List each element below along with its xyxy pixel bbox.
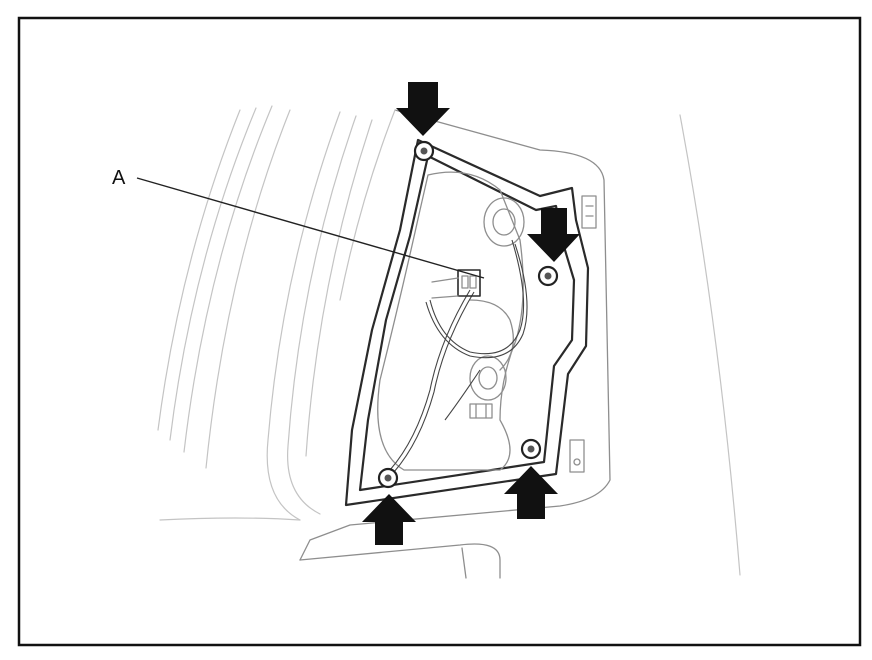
- tail-lamp-assembly: [344, 138, 590, 507]
- side-clips: [569, 195, 597, 473]
- callout-a-leader: [136, 177, 485, 279]
- bulb-sockets: [469, 197, 525, 419]
- quarter-panel-outline: [299, 109, 741, 579]
- arrow-up-icon: [362, 494, 416, 545]
- callout-a-label: A: [112, 167, 126, 189]
- arrow-up-icon: [504, 466, 558, 519]
- arrow-down-icon: [396, 82, 450, 136]
- mounting-bolt-bottom-right: [520, 438, 542, 460]
- mounting-bolt-bottom-left: [377, 467, 399, 489]
- mounting-bolt-top: [413, 140, 435, 162]
- connector-a: [431, 269, 481, 299]
- body-panel-contours: [157, 105, 373, 521]
- mounting-bolt-right: [537, 265, 559, 287]
- wiring-harness: [389, 239, 528, 473]
- arrow-down-icon: [527, 208, 580, 262]
